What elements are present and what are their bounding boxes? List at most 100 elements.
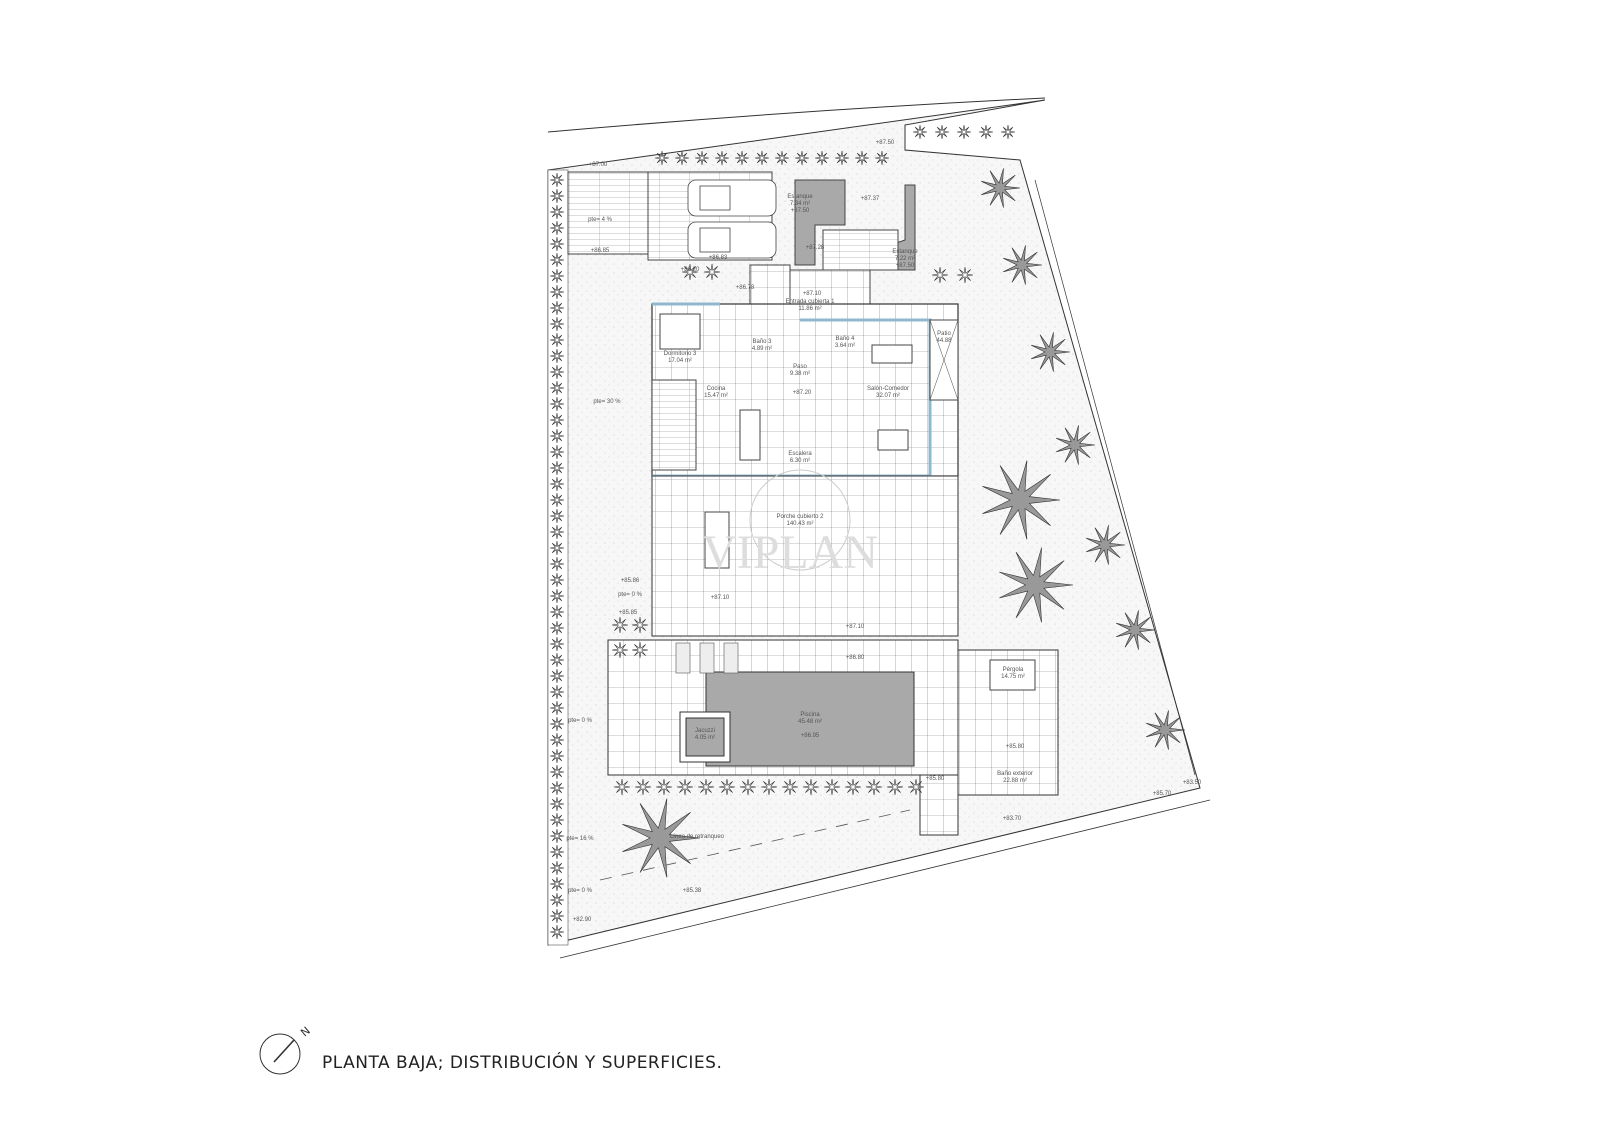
bed — [659, 313, 701, 350]
slope-mark: pte= 4 % — [588, 217, 613, 223]
room-label: Paso — [793, 364, 807, 370]
shrub-icon — [754, 150, 770, 166]
shrub-icon — [907, 778, 925, 796]
outer-boundary — [559, 799, 1211, 959]
room-area: 14.75 m² — [1001, 674, 1025, 680]
room-label: Patio — [937, 331, 951, 337]
shrub-icon — [549, 572, 565, 588]
shrub-icon — [549, 732, 565, 748]
shrub-icon — [549, 492, 565, 508]
slope-mark: pte= 0 % — [568, 888, 593, 894]
shrub-icon — [631, 616, 649, 634]
shrub-icon — [631, 641, 649, 659]
shrub-icon — [734, 150, 750, 166]
room-area: 32.07 m² — [876, 393, 900, 399]
shrub-icon — [549, 780, 565, 796]
pond-1 — [794, 179, 846, 266]
room-label: Baño exterior — [997, 771, 1033, 777]
shrub-icon — [931, 266, 949, 284]
level-mark: +85.80 — [1006, 744, 1025, 750]
shrub-icon — [549, 924, 565, 940]
room-level: +86.95 — [801, 733, 820, 739]
level-mark: +86.80 — [846, 655, 865, 661]
room-area: 22.88 m² — [1003, 778, 1027, 784]
shrub-icon — [549, 428, 565, 444]
shrub-icon — [739, 778, 757, 796]
palm-tree-icon — [981, 168, 1021, 208]
shrub-icon — [549, 300, 565, 316]
pool — [705, 671, 915, 767]
shrub-icon — [549, 652, 565, 668]
slope-mark: pte= 30 % — [593, 399, 621, 405]
room-label: Pérgola — [1003, 667, 1024, 673]
palm-tree-icon — [1116, 610, 1156, 650]
shrub-icon — [549, 748, 565, 764]
shrub-icon — [549, 684, 565, 700]
level-mark: +87.20 — [793, 390, 812, 396]
palm-tree-icon — [1146, 710, 1186, 750]
jacuzzi — [685, 717, 725, 757]
shrub-icon — [654, 150, 670, 166]
north-arrow-icon: N — [259, 1026, 313, 1075]
room-label: Estanque — [787, 194, 813, 200]
room-area: 7.22 m² — [895, 256, 915, 262]
room-area: 9.38 m² — [790, 371, 810, 377]
level-mark: +85.80 — [926, 776, 945, 782]
room-label: Escalera — [788, 451, 812, 457]
shrub-icon — [549, 364, 565, 380]
shrub-icon — [549, 620, 565, 636]
shrub-icon — [549, 332, 565, 348]
room-label: Porche cubierto 2 — [776, 514, 824, 520]
palm-tree-icon — [1086, 525, 1126, 565]
level-mark: +86.20 — [681, 267, 700, 273]
shrub-icon — [549, 460, 565, 476]
shrub-icon — [978, 124, 994, 140]
shrub-icon — [774, 150, 790, 166]
shrub-icon — [549, 508, 565, 524]
palm-tree-icon — [1031, 332, 1071, 372]
entrance-ramp — [567, 171, 649, 255]
shrub-icon — [549, 316, 565, 332]
setback-line — [599, 809, 911, 881]
shrub-icon — [697, 778, 715, 796]
room-area: 17.04 m² — [668, 358, 692, 364]
shrub-icon — [956, 124, 972, 140]
shrub-icon — [549, 860, 565, 876]
palm-tree-icon — [1003, 245, 1043, 285]
room-label: Entrada cubierta 1 — [785, 299, 835, 305]
shrub-icon — [674, 150, 690, 166]
shrub-icon — [703, 263, 721, 281]
kitchen-island — [739, 409, 761, 461]
level-mark: +85.70 — [1153, 791, 1172, 797]
palm-tree-icon — [982, 460, 1061, 540]
room-label: Baño 4 — [835, 336, 855, 342]
shrub-icon — [802, 778, 820, 796]
room-label: Dormitorio 3 — [664, 351, 697, 357]
room-area: 140.43 m² — [786, 521, 813, 527]
shrub-icon — [844, 778, 862, 796]
level-mark: +85.86 — [621, 578, 640, 584]
sunbeds — [675, 642, 739, 674]
room-level: +87.50 — [791, 208, 810, 214]
shrub-icon — [549, 844, 565, 860]
shrub-icon — [549, 188, 565, 204]
level-mark: +87.00 — [589, 162, 608, 168]
shrub-icon — [718, 778, 736, 796]
hedge-strip — [547, 169, 569, 946]
shrub-icon — [549, 556, 565, 572]
pergola-table — [989, 659, 1036, 691]
room-label: Salón-Comedor — [867, 386, 909, 392]
shrub-icon — [823, 778, 841, 796]
room-area: 6.30 m² — [790, 458, 810, 464]
shrub-icon — [549, 828, 565, 844]
shrub-icon — [549, 268, 565, 284]
shrub-icon — [676, 778, 694, 796]
shrub-icon — [865, 778, 883, 796]
shrub-icon — [549, 412, 565, 428]
plants — [549, 124, 1186, 940]
palm-tree-icon — [999, 547, 1074, 623]
living-table — [877, 429, 909, 451]
shrub-icon — [549, 476, 565, 492]
shrub-icon — [549, 524, 565, 540]
